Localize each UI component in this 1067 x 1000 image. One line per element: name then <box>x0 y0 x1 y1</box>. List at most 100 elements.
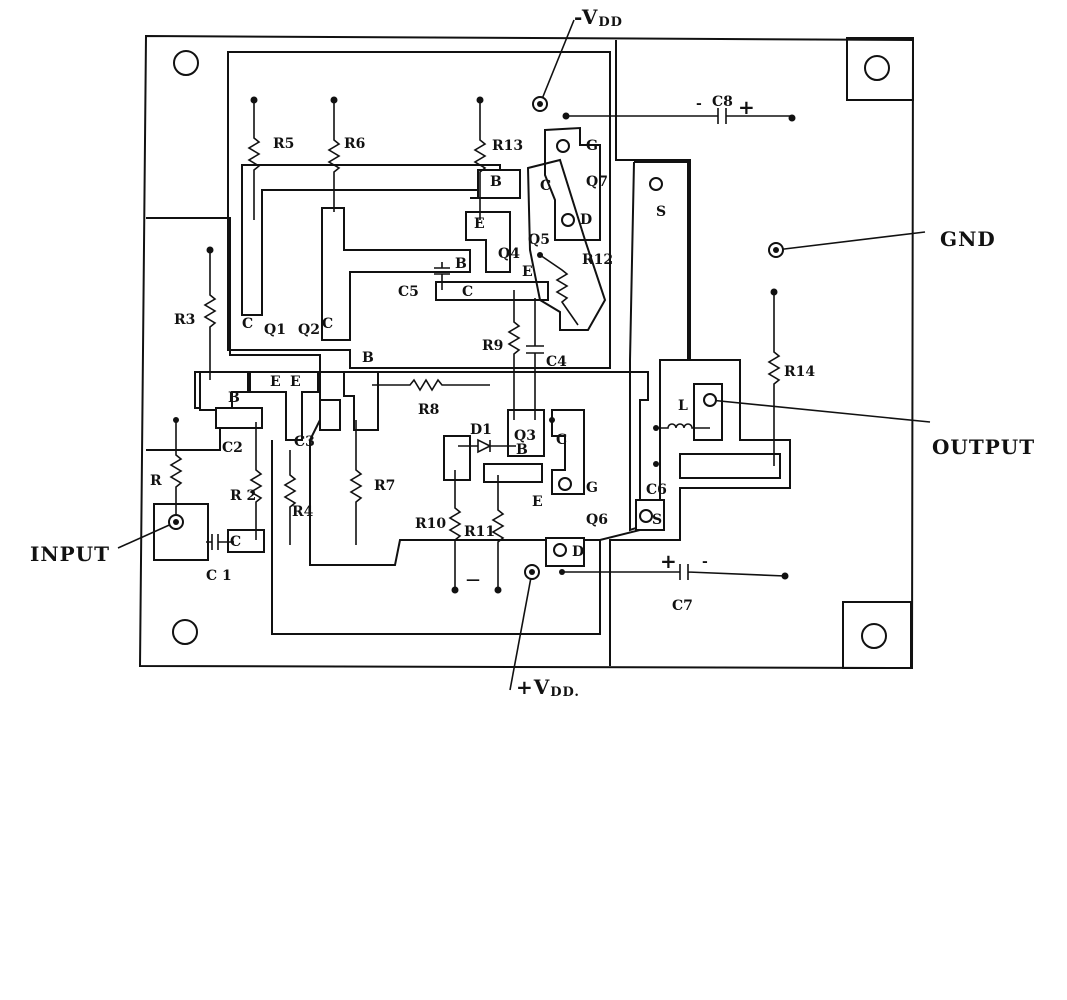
svg-text:E: E <box>474 216 485 232</box>
c8-minus-mark: - <box>696 96 702 112</box>
l-label: L <box>678 398 688 414</box>
mounting-hole-top-left <box>173 50 199 76</box>
svg-text:D: D <box>580 212 592 228</box>
q1-q2-collector-trace <box>241 164 501 316</box>
r9-resistor <box>507 290 521 420</box>
svg-text:S: S <box>656 204 666 220</box>
q2-emitter-pad <box>249 371 319 441</box>
q7-gate-terminal <box>556 139 570 153</box>
gnd-label: GND <box>940 227 996 251</box>
lead-dots <box>173 96 796 594</box>
q1-base-pad <box>199 371 249 411</box>
q6-gate-terminal <box>558 477 572 491</box>
q6-drain-terminal <box>553 543 567 557</box>
r2-resistor <box>249 422 263 540</box>
r3-resistor <box>203 250 217 380</box>
r14-resistor <box>767 292 781 466</box>
inductor-l <box>656 423 710 429</box>
r6-resistor <box>327 100 341 212</box>
c6-pad <box>679 453 781 479</box>
r7-resistor <box>349 420 363 545</box>
q5-collector-trace <box>526 158 607 331</box>
pos-vdd-terminal-dot <box>529 569 535 575</box>
r11-resistor <box>491 475 505 590</box>
r5-resistor <box>247 100 261 220</box>
c2-label: C2 <box>222 440 243 456</box>
right-ground-region <box>609 40 791 666</box>
output-lead <box>709 399 931 423</box>
q6-label: Q6 <box>586 512 608 528</box>
svg-text:E: E <box>532 494 543 510</box>
input-pad <box>153 503 209 561</box>
r1-resistor <box>169 420 183 520</box>
c5-collector-pad <box>435 281 549 301</box>
svg-text:B: B <box>516 442 528 458</box>
pos-vdd-label: +VDD. <box>516 675 580 700</box>
r12-label: R12 <box>582 252 613 268</box>
q1-label: Q1 <box>264 322 286 338</box>
svg-text:B: B <box>362 350 374 366</box>
input-label: INPUT <box>30 542 110 566</box>
r11-label: R11 <box>464 524 495 540</box>
svg-text:C: C <box>242 316 253 332</box>
q7-drain-terminal <box>561 213 575 227</box>
r6-label: R6 <box>344 136 365 152</box>
c4-capacitor <box>526 298 544 420</box>
gnd-terminal-dot <box>773 247 779 253</box>
neg-vdd-label: -VDD <box>574 5 623 30</box>
c3-pad <box>319 399 341 431</box>
top-supply-trace <box>227 51 611 369</box>
c1-label: C 1 <box>206 568 232 584</box>
r10-resistor <box>448 470 462 590</box>
corner-tab-bottom-right <box>842 601 912 669</box>
svg-text:C: C <box>322 316 333 332</box>
c5-capacitor <box>434 262 450 290</box>
q4-pad <box>465 211 511 273</box>
c8-capacitor <box>566 108 792 124</box>
svg-text:B: B <box>455 256 467 272</box>
r4-label: R4 <box>292 504 314 520</box>
q5-label: Q5 <box>528 232 550 248</box>
input-terminal-dot <box>173 519 179 525</box>
d1-label: D1 <box>470 422 492 438</box>
q6-source-bottom-terminal <box>639 509 653 523</box>
q7-drain-pad <box>544 126 601 241</box>
r8-pad <box>343 371 379 431</box>
r3-label: R3 <box>174 312 195 328</box>
r8-resistor <box>372 378 490 392</box>
q5-emitter-pad <box>470 169 521 199</box>
svg-text:C: C <box>462 284 473 300</box>
q6-gate-pad <box>551 409 585 495</box>
svg-text:D: D <box>572 544 584 560</box>
mounting-hole-bottom-left <box>172 619 198 645</box>
lower-supply-trace <box>271 440 601 635</box>
neg-vdd-terminal-dot <box>537 101 543 107</box>
c2-pad <box>215 407 263 429</box>
c7-capacitor <box>562 564 786 580</box>
svg-text:S: S <box>652 512 662 528</box>
supply-dash-mark: — <box>466 572 480 588</box>
c4-label: C4 <box>546 354 567 370</box>
c6-label: C6 <box>646 482 667 498</box>
q4-label: Q4 <box>498 246 520 262</box>
mounting-hole-top-right <box>864 55 890 81</box>
c7-minus-mark: - <box>702 554 708 570</box>
r1-label: R <box>150 473 162 489</box>
q3-emitter-pad <box>483 463 543 483</box>
d1-diode <box>458 438 516 454</box>
d1-anode-pad <box>443 435 471 481</box>
output-label: OUTPUT <box>932 435 1035 459</box>
c1-capacitor <box>206 534 234 550</box>
svg-text:C: C <box>540 178 551 194</box>
input-lead <box>117 521 177 549</box>
c8-label: C8 <box>712 94 733 110</box>
r13-resistor <box>473 100 487 220</box>
corner-tab-top-right <box>846 37 914 101</box>
c8-plus-mark: + <box>738 95 756 119</box>
svg-text:C: C <box>230 534 241 550</box>
r8-label: R8 <box>418 402 439 418</box>
r7-label: R7 <box>374 478 395 494</box>
r2-label: R 2 <box>230 488 256 504</box>
c1-pad <box>227 529 265 553</box>
